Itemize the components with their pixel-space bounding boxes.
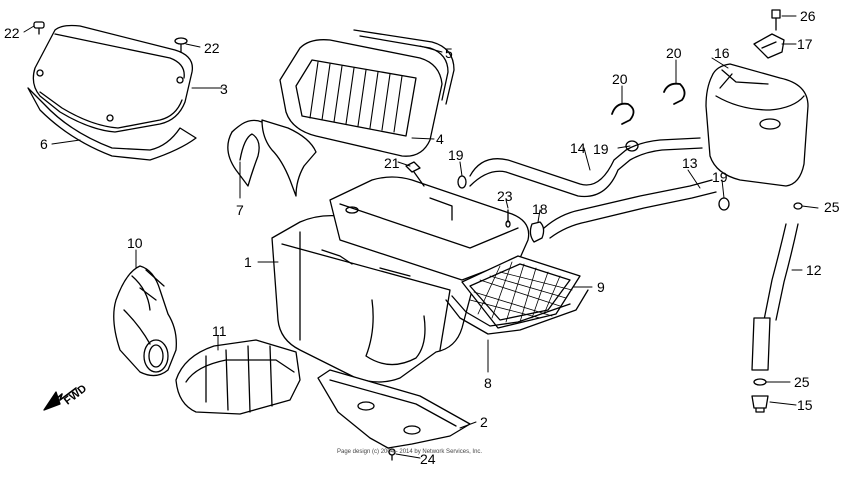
part-18-connector — [529, 221, 545, 243]
callout-13: 13 — [682, 155, 698, 171]
leader-lines — [23, 15, 819, 459]
callout-22-left: 22 — [4, 25, 20, 41]
part-26-bolt — [771, 9, 781, 31]
part-9-screen — [461, 255, 581, 329]
part-3-cleaner-cover — [32, 24, 194, 133]
callout-11: 11 — [212, 323, 227, 339]
part-15-plug — [751, 395, 769, 413]
part-25-clip-upper — [793, 202, 803, 210]
part-19-clamp-mid — [625, 140, 639, 152]
callout-25-upper: 25 — [824, 199, 840, 215]
callout-6: 6 — [40, 136, 48, 152]
part-22-screw-right — [174, 37, 188, 53]
callout-25-lower: 25 — [794, 374, 810, 390]
part-4-5-filter-element — [279, 29, 455, 157]
callout-24: 24 — [420, 451, 436, 467]
callout-2: 2 — [480, 414, 488, 430]
callout-14: 14 — [570, 140, 586, 156]
callout-16: 16 — [714, 45, 730, 61]
callout-23: 23 — [497, 188, 513, 204]
callout-4: 4 — [436, 131, 444, 147]
part-8-screen-frame — [445, 289, 589, 335]
callout-15: 15 — [797, 397, 813, 413]
part-23-bolt — [505, 209, 511, 228]
callout-17: 17 — [797, 36, 813, 52]
callout-7: 7 — [236, 202, 244, 218]
callout-20-left: 20 — [612, 71, 628, 87]
callout-1: 1 — [244, 254, 252, 270]
callout-18: 18 — [532, 201, 548, 217]
callout-22-right: 22 — [204, 40, 220, 56]
part-19-clamp-upper — [457, 175, 467, 189]
part-11-intake-duct — [175, 339, 301, 415]
part-20-clamp-right — [663, 82, 686, 105]
part-7-retaining-clip — [227, 119, 317, 197]
callout-5: 5 — [445, 45, 453, 61]
fwd-arrow-icon — [43, 387, 77, 411]
callout-12: 12 — [806, 262, 822, 278]
part-6-gasket — [27, 87, 197, 161]
part-16-breather-tank — [705, 63, 809, 187]
callout-19-mid: 19 — [593, 141, 609, 157]
part-10-intake-tube — [113, 265, 177, 377]
part-14-breather-hose — [469, 137, 703, 198]
part-21-bolt — [405, 161, 425, 187]
callout-8: 8 — [484, 375, 492, 391]
part-19-clamp-right — [718, 197, 730, 211]
callout-20-right: 20 — [666, 45, 682, 61]
part-20-clamp-left — [611, 102, 635, 125]
callout-26: 26 — [800, 8, 816, 24]
part-25-clip-lower — [753, 378, 767, 386]
callout-3: 3 — [220, 81, 228, 97]
part-12-drain-tube — [751, 223, 799, 371]
callout-10: 10 — [127, 235, 143, 251]
case-upper-shell — [329, 176, 530, 281]
part-13-drain-hose — [543, 179, 717, 239]
callout-19-right: 19 — [712, 169, 728, 185]
callout-21: 21 — [384, 155, 400, 171]
callout-19-left: 19 — [448, 147, 464, 163]
part-22-screw-left — [33, 21, 45, 35]
part-2-lower-plate — [317, 369, 471, 449]
part-17-bracket — [753, 33, 785, 59]
callout-9: 9 — [597, 279, 605, 295]
part-24-bolt — [388, 448, 396, 461]
copyright-notice: Page design (c) 2004 - 2014 by Network S… — [337, 449, 483, 455]
